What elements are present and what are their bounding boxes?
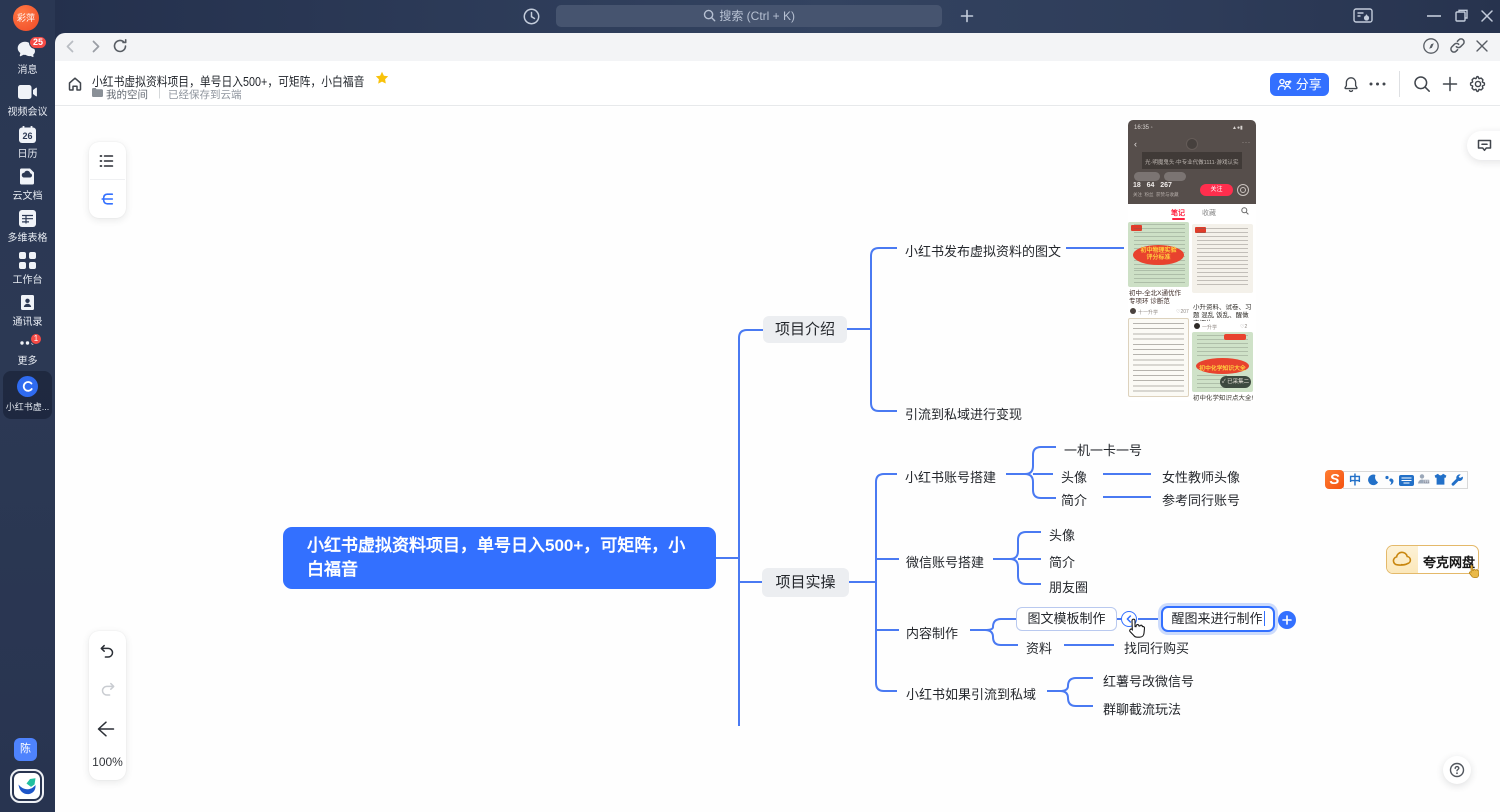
svg-text:111: 111 <box>1423 479 1430 484</box>
svg-text:26: 26 <box>22 131 32 141</box>
